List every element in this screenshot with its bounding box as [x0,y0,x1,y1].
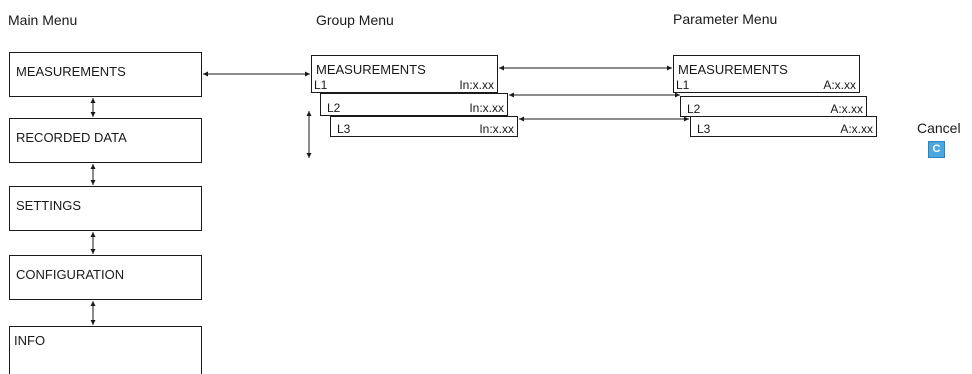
group-menu-heading: Group Menu [316,12,394,28]
main-menu-heading: Main Menu [8,12,78,28]
line-label: L3 [697,122,711,136]
menu-item-label: CONFIGURATION [16,267,125,282]
parameter-menu-row-l3[interactable]: L3 A:x.xx [690,116,877,137]
main-menu-item-info[interactable]: INFO [9,326,202,374]
main-menu-item-recorded-data[interactable]: RECORDED DATA [9,118,202,163]
line-label: L2 [687,102,701,116]
menu-item-label: INFO [14,333,46,348]
value-label: A:x.xx [823,78,856,92]
line-label: L1 [314,78,328,92]
panel-title: MEASUREMENTS [678,62,788,77]
menu-item-label: RECORDED DATA [16,130,127,145]
parameter-menu-row-l2[interactable]: L2 A:x.xx [680,96,867,117]
menu-item-label: SETTINGS [16,198,82,213]
group-menu-row-l3[interactable]: L3 In:x.xx [330,116,518,137]
cancel-button[interactable]: C [928,141,945,158]
group-menu-row-l2[interactable]: L2 In:x.xx [320,93,508,116]
cancel-label: Cancel [917,120,961,136]
main-menu-item-configuration[interactable]: CONFIGURATION [9,255,202,300]
value-label: In:x.xx [459,78,494,92]
panel-title: MEASUREMENTS [316,62,426,77]
line-label: L2 [327,101,341,115]
parameter-menu-heading: Parameter Menu [673,11,778,27]
main-menu-item-settings[interactable]: SETTINGS [9,186,202,231]
parameter-menu-panel-l1[interactable]: MEASUREMENTS L1 A:x.xx [673,55,860,93]
line-label: L3 [337,122,351,136]
group-menu-panel-l1[interactable]: MEASUREMENTS L1 In:x.xx [311,55,498,93]
value-label: A:x.xx [840,122,873,136]
value-label: In:x.xx [469,101,504,115]
main-menu-item-measurements[interactable]: MEASUREMENTS [9,52,202,97]
line-label: L1 [676,78,690,92]
value-label: In:x.xx [479,122,514,136]
menu-item-label: MEASUREMENTS [16,64,126,79]
value-label: A:x.xx [830,102,863,116]
